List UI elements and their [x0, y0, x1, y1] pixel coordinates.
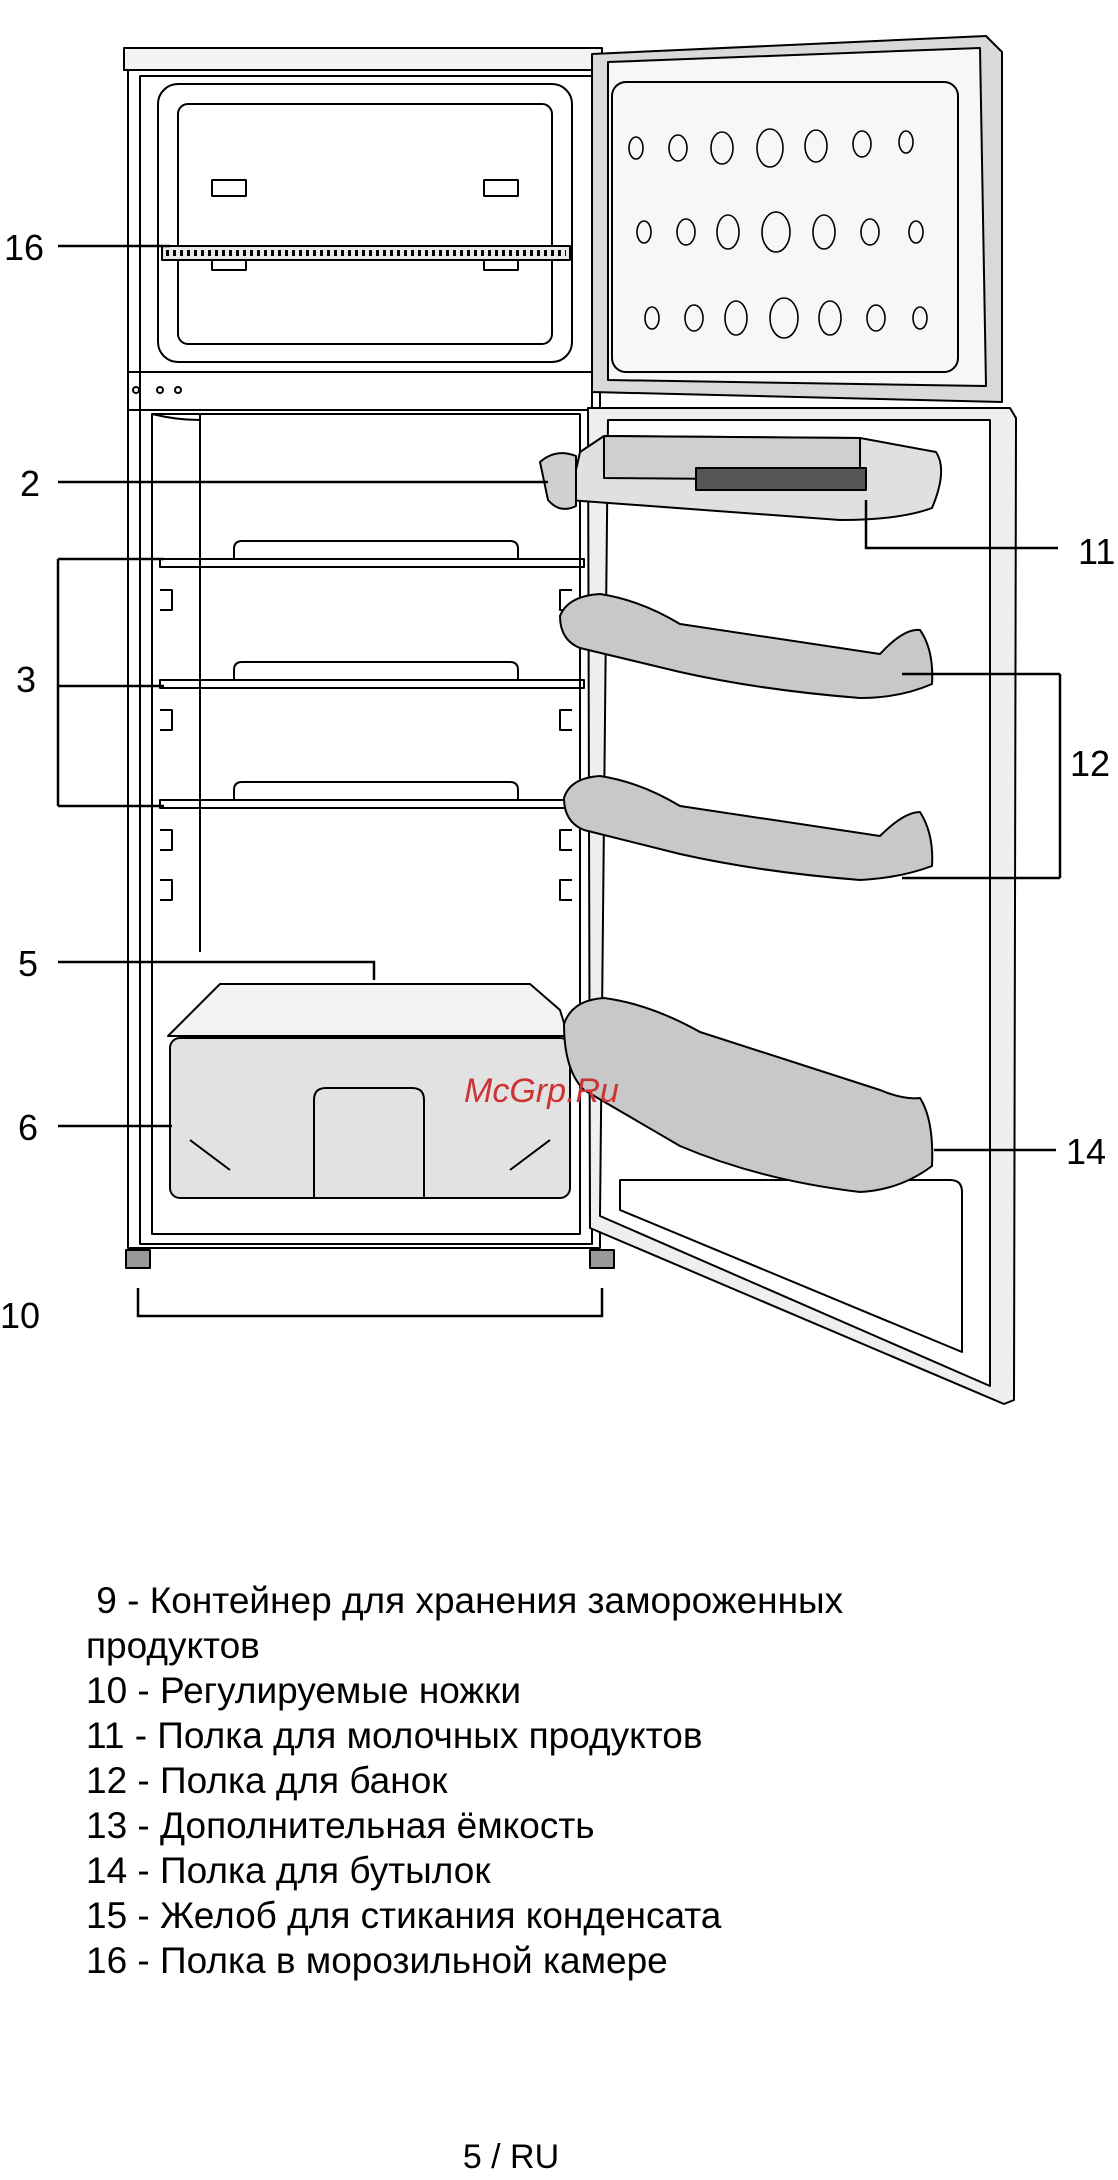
legend-item-16: 16 - Полка в морозильной камере — [86, 1938, 1086, 1983]
fridge-door — [588, 408, 1016, 1404]
page-number: 5 / RU — [463, 2138, 559, 2176]
parts-legend: 9 - Контейнер для хранения замороженных … — [86, 1578, 1086, 1983]
freezer-shelf — [162, 246, 570, 260]
freezer-compartment — [158, 84, 572, 362]
legend-item-13: 13 - Дополнительная ёмкость — [86, 1803, 1086, 1848]
callout-2: 2 — [20, 463, 40, 504]
legend-item-15: 15 - Желоб для стикания конденсата — [86, 1893, 1086, 1938]
callout-11: 11 — [1078, 531, 1115, 572]
callout-12: 12 — [1070, 743, 1110, 784]
glass-shelves — [160, 541, 584, 808]
refrigerator-diagram: 16 2 11 3 12 5 6 14 10 McGrp.Ru — [0, 0, 1118, 1420]
legend-item-9: 9 - Контейнер для хранения замороженных … — [86, 1578, 1086, 1668]
freezer-door — [592, 36, 1002, 402]
callout-16: 16 — [4, 227, 44, 268]
legend-item-14: 14 - Полка для бутылок — [86, 1848, 1086, 1893]
legend-item-10: 10 - Регулируемые ножки — [86, 1668, 1086, 1713]
page-footer: 5 / RU — [0, 2138, 1118, 2177]
watermark: McGrp.Ru — [464, 1072, 619, 1110]
legend-item-11: 11 - Полка для молочных продуктов — [86, 1713, 1086, 1758]
callout-10: 10 — [0, 1295, 40, 1336]
callout-5: 5 — [18, 943, 38, 984]
callout-14: 14 — [1066, 1131, 1106, 1172]
legend-item-12: 12 - Полка для банок — [86, 1758, 1086, 1803]
callout-6: 6 — [18, 1107, 38, 1148]
callout-3: 3 — [16, 659, 36, 700]
adjustable-feet — [126, 1250, 614, 1268]
